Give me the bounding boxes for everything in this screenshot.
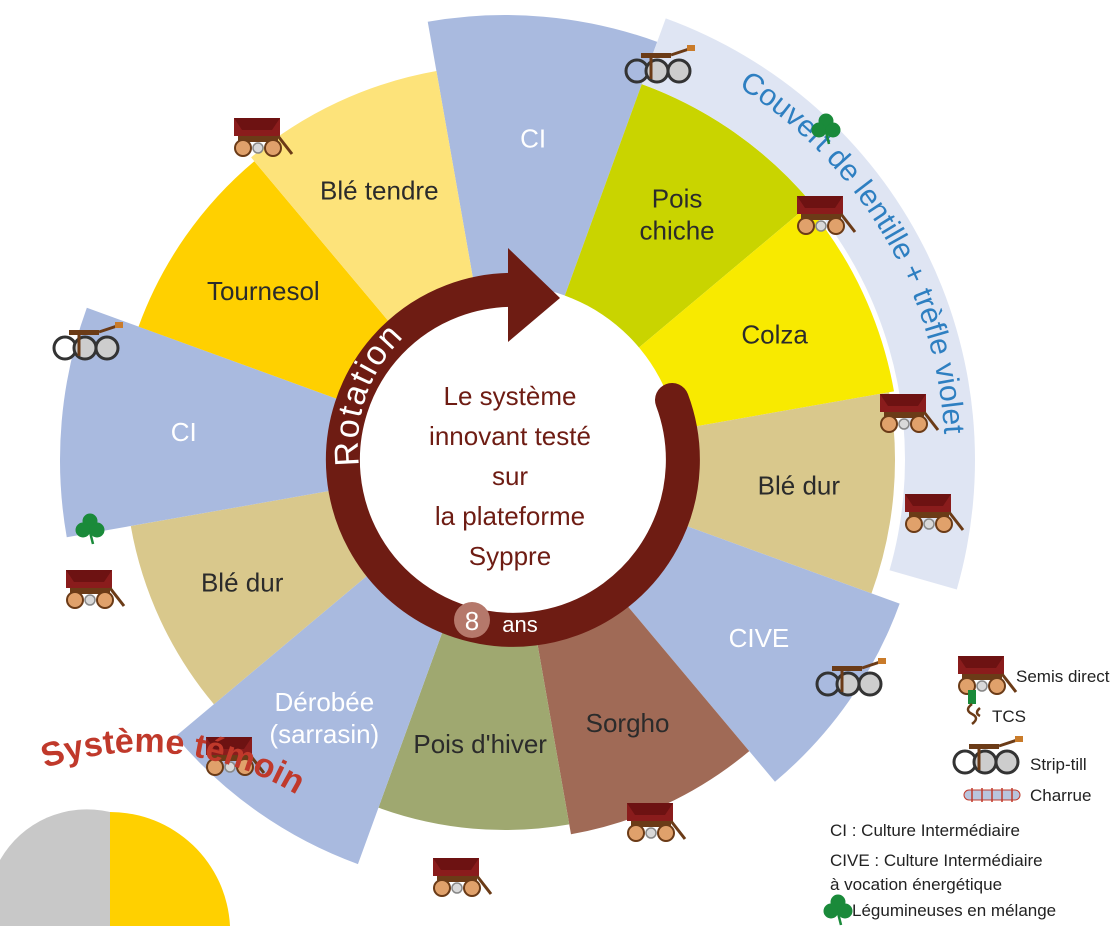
segment-label: Sorgho	[586, 708, 670, 738]
segment-label: Pois d'hiver	[413, 729, 547, 759]
legend-strip-till: Strip-till	[1030, 755, 1087, 774]
plough-icon	[963, 788, 1021, 802]
wheel-segment	[175, 556, 454, 865]
seed-drill-icon	[431, 856, 493, 898]
legend-semis-direct: Semis direct	[1016, 667, 1110, 686]
clover-icon	[822, 893, 854, 926]
segment-label: Colza	[741, 319, 808, 349]
strip-till-icon	[952, 734, 1025, 775]
legend-tcs: TCS	[992, 707, 1026, 726]
wheel-segment	[138, 161, 409, 409]
segment-label: Blé dur	[758, 471, 841, 501]
seed-drill-icon	[625, 801, 687, 843]
segment-label: CIVE	[729, 623, 790, 653]
seed-drill-icon	[64, 568, 126, 610]
center-line-3: sur	[492, 461, 528, 491]
legend-charrue: Charrue	[1030, 786, 1091, 805]
segment-label: Blé tendre	[320, 175, 439, 205]
center-line-2: innovant testé	[429, 421, 591, 451]
wheel-segment	[59, 307, 365, 538]
center-line-1: Le système	[444, 381, 577, 411]
years-badge	[454, 602, 490, 638]
wheel-segment	[251, 71, 479, 346]
legend: Semis direct TCS Strip-till Charrue CI :…	[822, 654, 1110, 926]
wheel-segment	[556, 84, 812, 364]
segment-label: chiche	[639, 215, 714, 245]
wheel-segment	[130, 486, 391, 705]
legend-ci-note: CI : Culture Intermédiaire	[830, 821, 1020, 840]
segment-label: (sarrasin)	[269, 719, 379, 749]
wheel-segment	[601, 511, 900, 782]
wheel-segment	[645, 392, 895, 594]
wheel-segment	[531, 574, 750, 835]
years-number: 8	[465, 606, 479, 636]
segment-label: Dérobée	[274, 687, 374, 717]
center-line-5: Syppre	[469, 541, 551, 571]
legend-clover-note: Légumineuses en mélange	[852, 901, 1056, 920]
control-pie-yellow	[110, 811, 230, 926]
seed-drill-icon	[956, 654, 1018, 696]
segment-label: CI	[171, 417, 197, 447]
legend-cive-note: CIVE : Culture Intermédiaire	[830, 851, 1043, 870]
wheel-segment	[427, 14, 658, 320]
tcs-icon	[966, 690, 981, 725]
control-system: Système témoin	[0, 722, 311, 926]
segment-label: Pois	[652, 183, 703, 213]
control-pie-grey	[0, 809, 110, 926]
wheel-segment	[378, 600, 570, 831]
legend-cive-note-2: à vocation énergétique	[830, 875, 1002, 894]
wheel-segment	[619, 206, 894, 434]
segment-label: Blé dur	[201, 568, 284, 598]
segment-label: CI	[520, 124, 546, 154]
years-unit: ans	[502, 612, 537, 637]
segment-label: Tournesol	[207, 276, 320, 306]
rotation-arrow-head	[508, 248, 560, 342]
center-line-4: la plateforme	[435, 501, 585, 531]
